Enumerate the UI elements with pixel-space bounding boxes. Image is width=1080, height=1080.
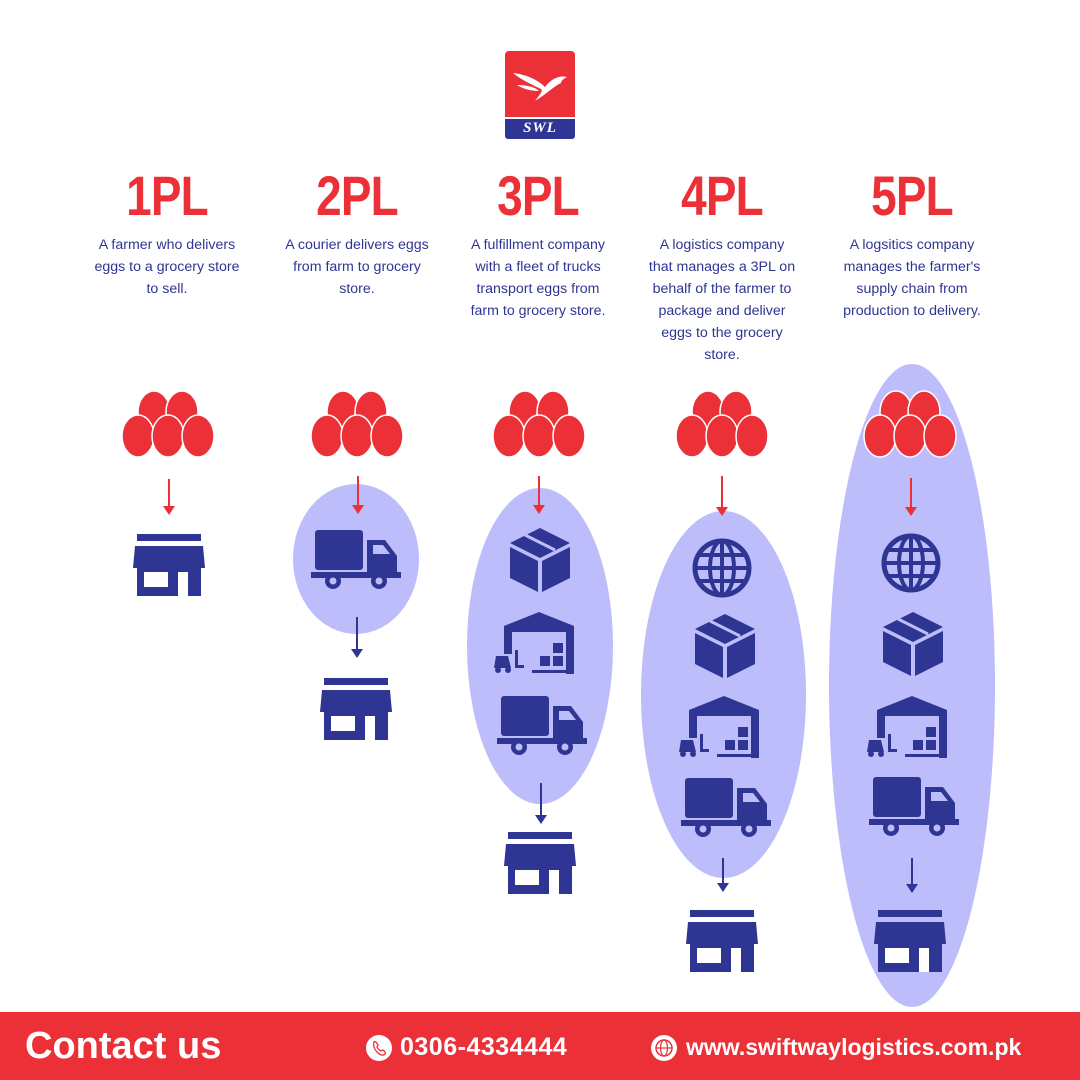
store-icon	[874, 910, 946, 972]
warehouse-icon	[679, 696, 759, 758]
column-description: A logistics company that manages a 3PL o…	[648, 237, 796, 363]
eggs-icon	[121, 390, 215, 458]
arrow-down-icon	[717, 858, 729, 892]
store-icon	[504, 832, 576, 894]
phone-icon	[366, 1035, 392, 1061]
column-description: A farmer who delivers eggs to a grocery …	[94, 237, 240, 297]
truck-icon	[869, 777, 959, 836]
arrow-down-icon	[533, 476, 545, 514]
eggs-icon	[863, 390, 957, 458]
column-title: 5PL	[871, 164, 954, 227]
column-title: 2PL	[316, 164, 399, 227]
swallow-bird-icon	[505, 51, 575, 117]
arrow-down-icon	[351, 617, 363, 658]
column-title: 4PL	[681, 164, 764, 227]
arrow-down-icon	[352, 476, 364, 514]
globe-icon	[881, 533, 941, 593]
logo-text: SWL	[505, 117, 575, 139]
arrow-down-icon	[905, 478, 917, 516]
globe-icon	[651, 1035, 677, 1061]
5pl-scope-oval	[829, 364, 995, 1007]
store-icon	[320, 678, 392, 740]
column-title: 3PL	[497, 164, 580, 227]
store-icon	[133, 534, 205, 596]
arrow-down-icon	[906, 858, 918, 893]
phone-number[interactable]: 0306-4334444	[400, 1033, 568, 1061]
globe-icon	[692, 538, 752, 598]
column-title: 1PL	[126, 164, 209, 227]
column-description: A logsitics company manages the farmer's…	[843, 237, 981, 319]
box-icon	[695, 614, 755, 678]
eggs-icon	[492, 390, 586, 458]
box-icon	[883, 612, 943, 676]
eggs-icon	[675, 390, 769, 458]
truck-icon	[311, 530, 401, 589]
column-description: A fulfillment company with a fleet of tr…	[470, 237, 606, 319]
truck-icon	[681, 778, 771, 837]
arrow-down-icon	[535, 783, 547, 824]
swl-logo: SWL	[505, 51, 575, 139]
warehouse-icon	[867, 696, 947, 758]
store-icon	[686, 910, 758, 972]
contact-footer: Contact us 0306-4334444 www.swiftwaylogi…	[0, 1012, 1080, 1080]
website-link[interactable]: www.swiftwaylogistics.com.pk	[686, 1034, 1022, 1060]
eggs-icon	[310, 390, 404, 458]
arrow-down-icon	[163, 479, 175, 515]
truck-icon	[497, 696, 587, 755]
warehouse-icon	[494, 612, 574, 674]
arrow-down-icon	[716, 476, 728, 516]
contact-label: Contact us	[25, 1025, 222, 1067]
column-description: A courier delivers eggs from farm to gro…	[285, 237, 429, 297]
box-icon	[510, 528, 570, 592]
